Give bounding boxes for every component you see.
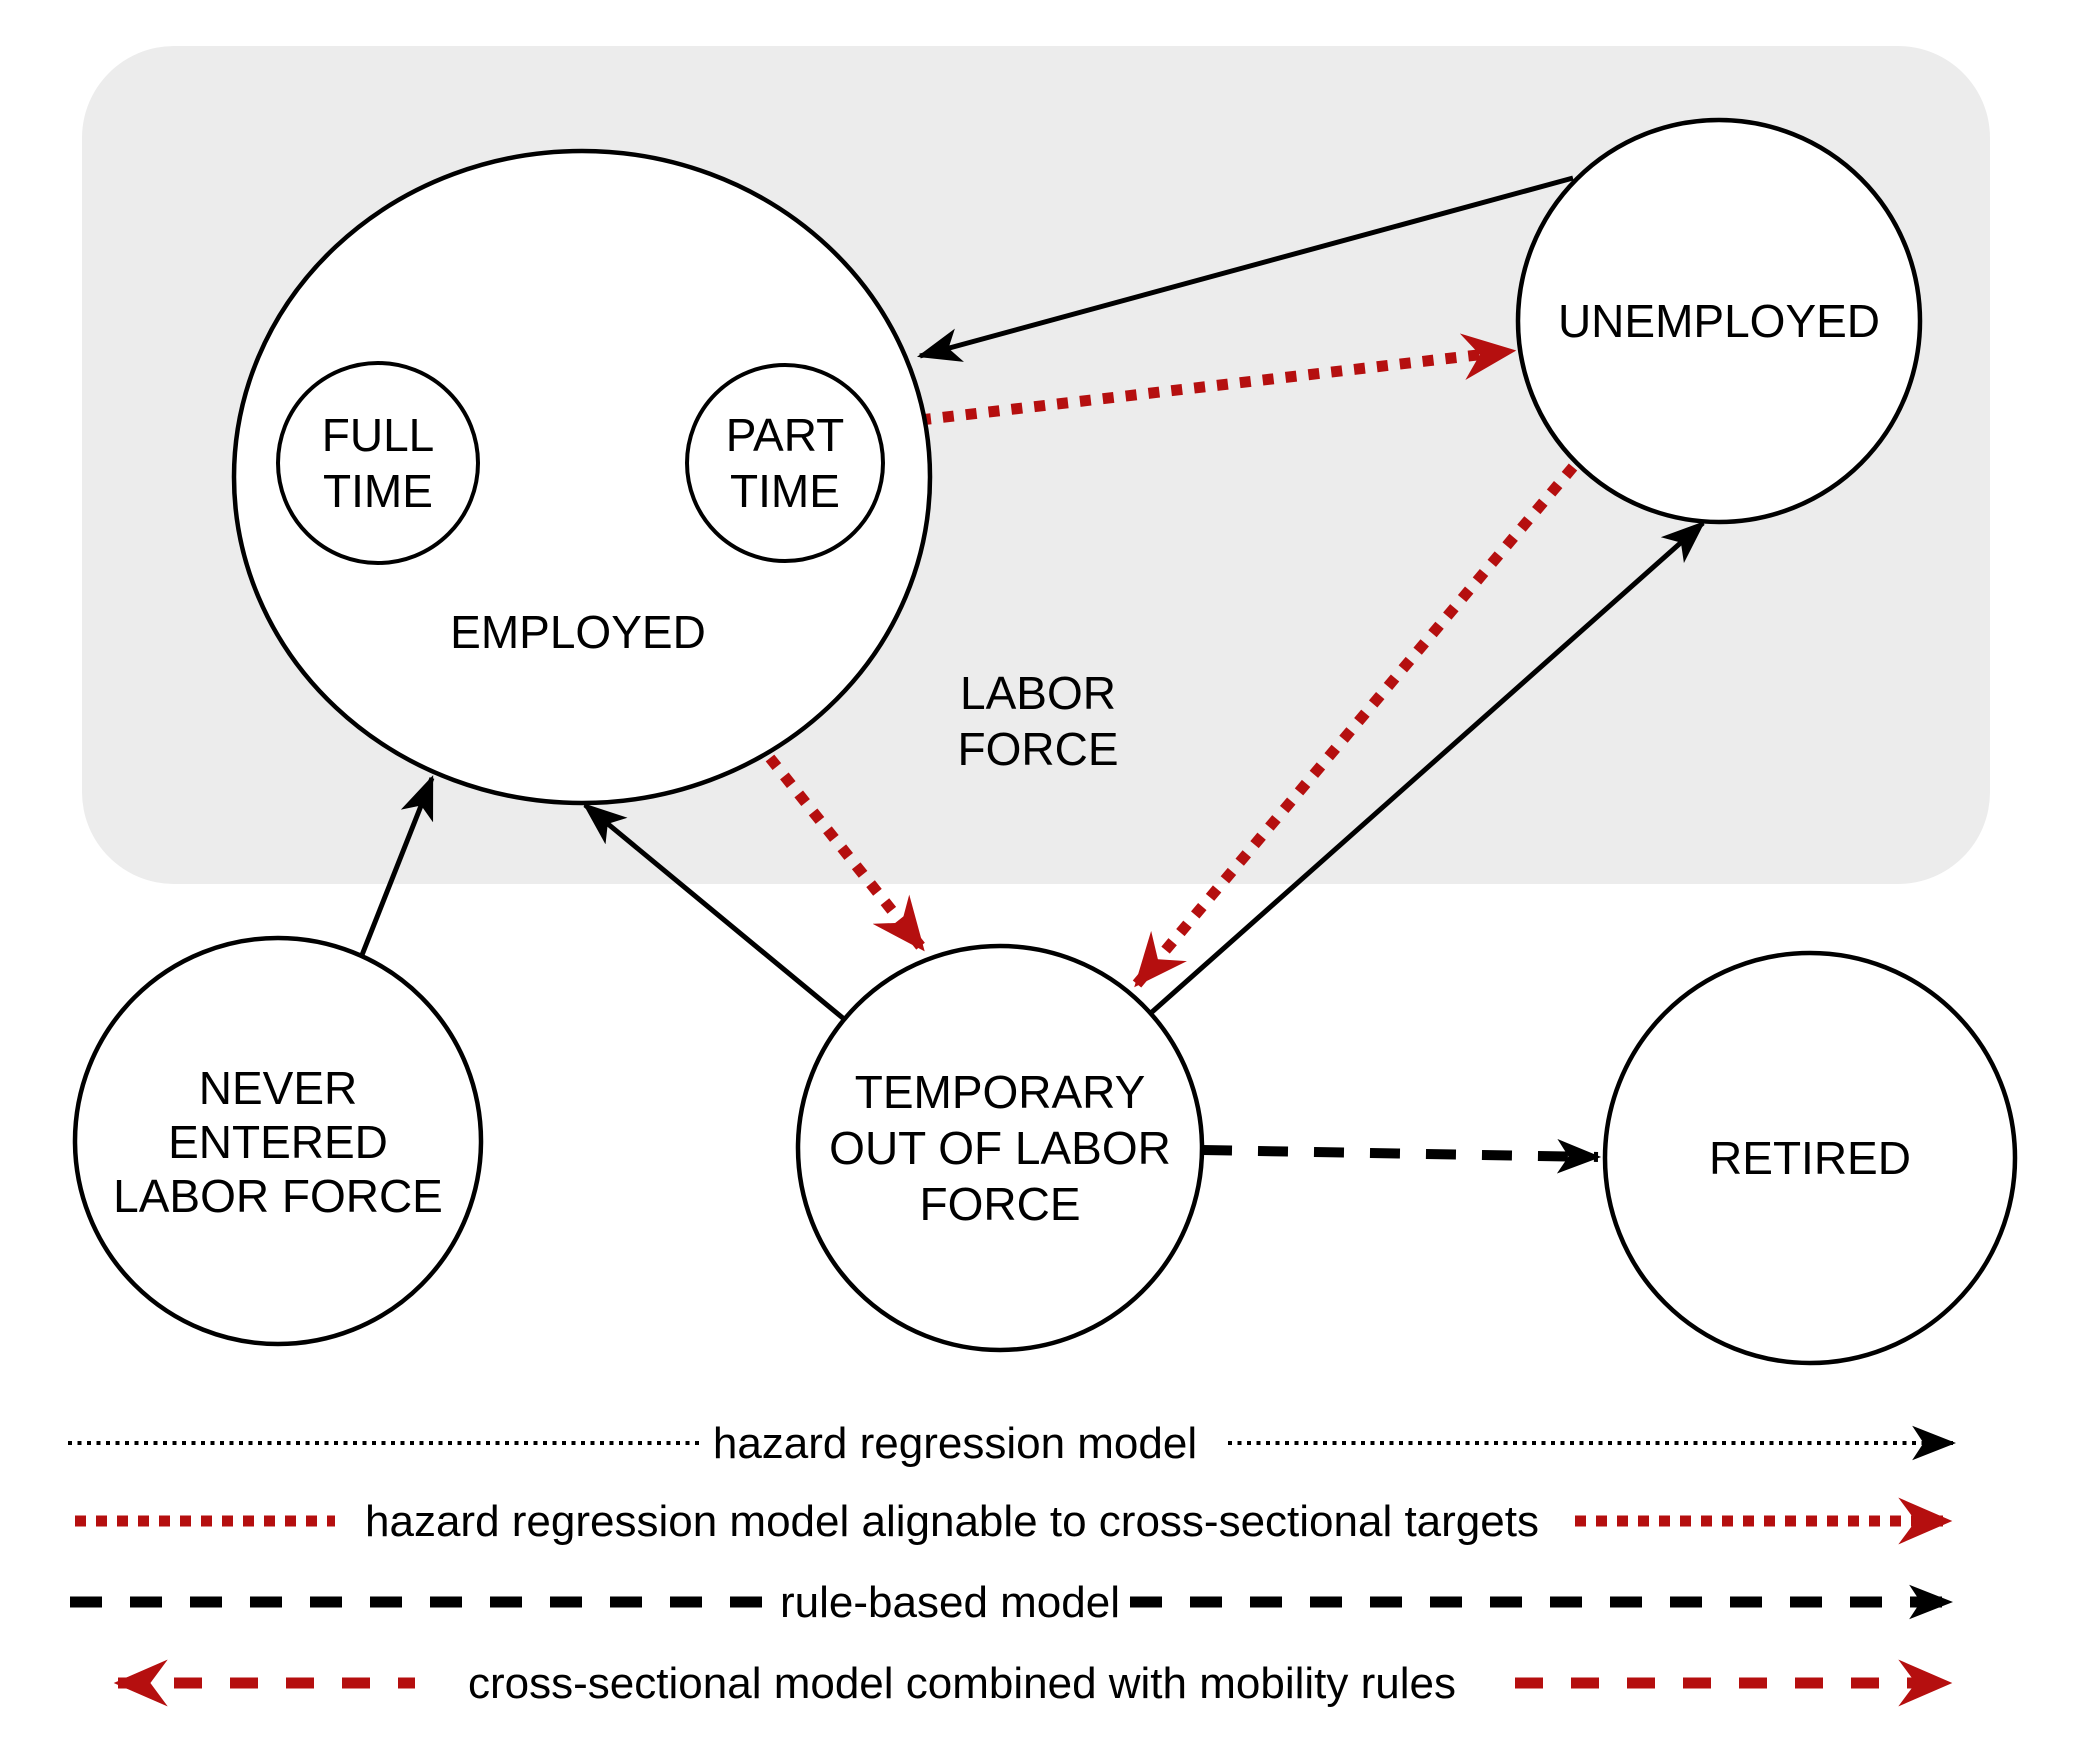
full-time-label-line2: TIME [323,465,433,517]
unemployed-circle [1515,117,1923,525]
edge-never-entered-to-employed [359,775,435,956]
retired-label: RETIRED [1709,1132,1911,1184]
legend-label-hazard-regression: hazard regression model [713,1419,1197,1468]
legend: hazard regression model hazard regressio… [68,1419,1957,1708]
unemployed-label: UNEMPLOYED [1558,295,1880,347]
edge-temporary-out-to-unemployed [1150,520,1706,1014]
node-retired: RETIRED [1602,950,2018,1366]
employed-circle [231,148,933,806]
legend-label-rule-based: rule-based model [780,1578,1120,1627]
node-temporary-out: TEMPORARY OUT OF LABOR FORCE [795,943,1205,1353]
edge-temporary-out-to-employed [582,802,846,1021]
legend-row-rule-based: rule-based model [70,1578,1954,1627]
node-employed: EMPLOYED [231,148,933,806]
never-entered-label-line3: LABOR FORCE [113,1170,443,1222]
edge-temporary-out-to-retired [1201,1138,1602,1174]
edge-unemployed-to-employed [916,175,1574,362]
part-time-label-line2: TIME [730,465,840,517]
labor-force-caption: LABOR FORCE [958,667,1119,775]
retired-circle [1602,950,2018,1366]
full-time-circle [276,361,480,565]
node-part-time: PART TIME [685,363,885,563]
full-time-label-line1: FULL [322,409,434,461]
node-full-time: FULL TIME [276,361,480,565]
employed-label: EMPLOYED [450,606,706,658]
never-entered-label-line2: ENTERED [168,1116,388,1168]
temporary-out-label-line3: FORCE [920,1178,1081,1230]
never-entered-circle [72,935,484,1347]
part-time-circle [685,363,885,563]
legend-row-hazard-regression: hazard regression model [68,1419,1957,1468]
node-never-entered: NEVER ENTERED LABOR FORCE [72,935,484,1347]
edges [359,175,1706,1174]
labor-force-caption-line2: FORCE [958,723,1119,775]
temporary-out-label-line2: OUT OF LABOR [829,1122,1171,1174]
temporary-out-circle [795,943,1205,1353]
legend-row-cross-sectional: cross-sectional model combined with mobi… [113,1659,1953,1708]
legend-label-cross-sectional: cross-sectional model combined with mobi… [468,1659,1456,1708]
labor-force-caption-line1: LABOR [960,667,1116,719]
edge-employed-to-temporary-out [765,754,927,952]
part-time-label-line1: PART [726,409,844,461]
node-unemployed: UNEMPLOYED [1515,117,1923,525]
temporary-out-label-line1: TEMPORARY [855,1066,1146,1118]
legend-label-hazard-alignable: hazard regression model alignable to cro… [365,1497,1539,1546]
never-entered-label-line1: NEVER [199,1062,357,1114]
edge-employed-to-unemployed [919,333,1517,426]
legend-row-hazard-alignable: hazard regression model alignable to cro… [75,1497,1953,1546]
